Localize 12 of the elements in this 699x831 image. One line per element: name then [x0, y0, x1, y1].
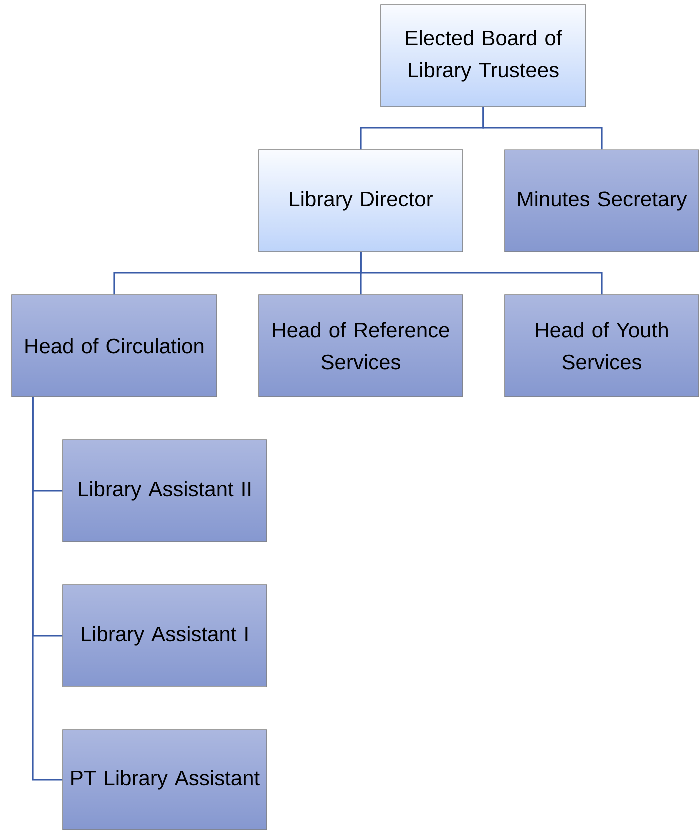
org-box: Library Assistant II — [62, 440, 268, 542]
org-box: Head of Circulation — [12, 294, 218, 398]
org-box: Library Director — [258, 150, 464, 252]
connector-line — [32, 397, 63, 781]
org-box: Head of Reference Services — [258, 294, 464, 398]
connector-line — [360, 252, 603, 295]
org-box: Head of Youth Services — [504, 294, 699, 398]
org-box: Minutes Secretary — [504, 150, 699, 252]
org-box: Library Assistant I — [62, 584, 268, 688]
org-box: Elected Board of Library Trustees — [380, 4, 586, 108]
org-box: PT Library Assistant — [62, 730, 268, 830]
connector-line — [482, 107, 603, 150]
